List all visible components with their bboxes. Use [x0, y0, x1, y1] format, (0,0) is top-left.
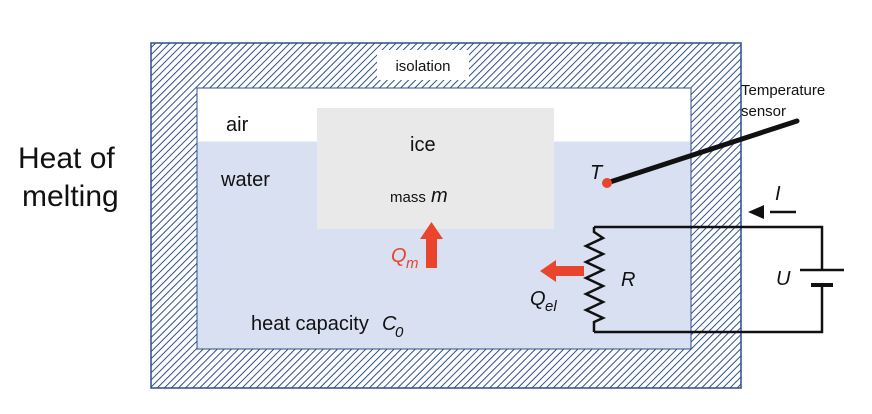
ice-label: ice [410, 134, 436, 156]
water-label: water [220, 169, 270, 191]
circuit-bottom-wire [594, 288, 824, 334]
ice-block [317, 108, 554, 229]
current-symbol: I [775, 183, 781, 205]
temperature-sensor-tip [602, 178, 612, 188]
qel-subscript: el [545, 298, 557, 315]
voltage-symbol: U [776, 268, 791, 290]
resistor-symbol: R [621, 269, 635, 291]
air-label: air [226, 114, 249, 136]
isolation-label-box [377, 50, 469, 80]
title-line-1: Heat of [18, 142, 115, 175]
sensor-label-line-2: sensor [741, 103, 786, 120]
sensor-label-line-1: Temperature [741, 82, 825, 99]
heat-capacity-symbol: C [382, 313, 397, 335]
heat-capacity-subscript: 0 [395, 324, 404, 341]
qm-subscript: m [406, 255, 419, 272]
heat-melting-arrow [420, 222, 443, 268]
qel-symbol: Q [530, 288, 546, 310]
current-arrow-head [748, 205, 764, 219]
title-line-2: melting [22, 180, 119, 213]
qm-symbol: Q [391, 245, 407, 267]
heat-electric-arrow [540, 260, 584, 282]
circuit-top-wire [594, 225, 824, 260]
resistor-zigzag [583, 227, 607, 332]
temperature-symbol: T [590, 162, 604, 184]
isolation-label: isolation [395, 58, 450, 75]
mass-symbol: m [431, 185, 448, 207]
temperature-sensor-probe [604, 118, 800, 186]
mass-label: mass [390, 189, 426, 206]
heat-capacity-label: heat capacity [251, 313, 369, 335]
